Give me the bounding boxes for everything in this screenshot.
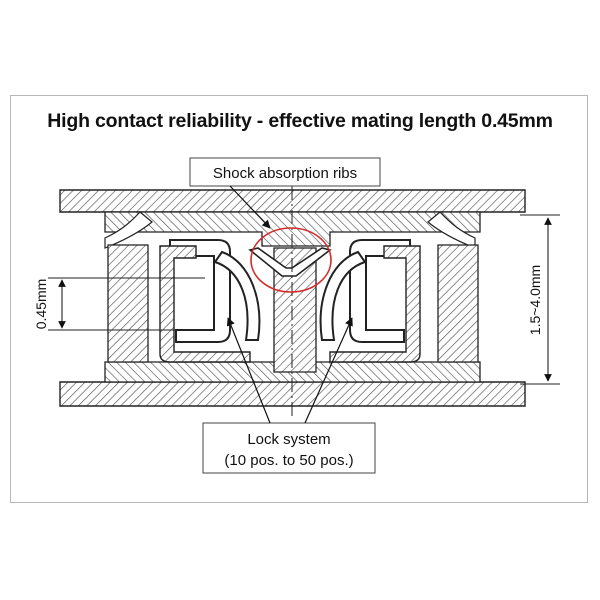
highlight-circle [250,227,332,293]
figure-title: High contact reliability - effective mat… [47,110,553,132]
ribs-callout-label: Shock absorption ribs [213,165,357,182]
shock-absorption-ribs [248,247,332,277]
stack-height-label: 1.5~4.0mm [527,265,543,335]
top-board [59,189,526,213]
lock-callout-line1: Lock system [247,431,330,448]
stack-height-dimension: 1.5~4.0mm [520,214,560,385]
mating-length-dimension: 0.45mm [33,277,205,331]
lock-callout: Lock system (10 pos. to 50 pos.) [202,317,376,474]
mating-length-label: 0.45mm [33,279,49,330]
left-contact [159,239,261,363]
right-contact [319,239,421,363]
ribs-callout: Shock absorption ribs [189,157,381,229]
lock-callout-line2: (10 pos. to 50 pos.) [224,452,353,469]
